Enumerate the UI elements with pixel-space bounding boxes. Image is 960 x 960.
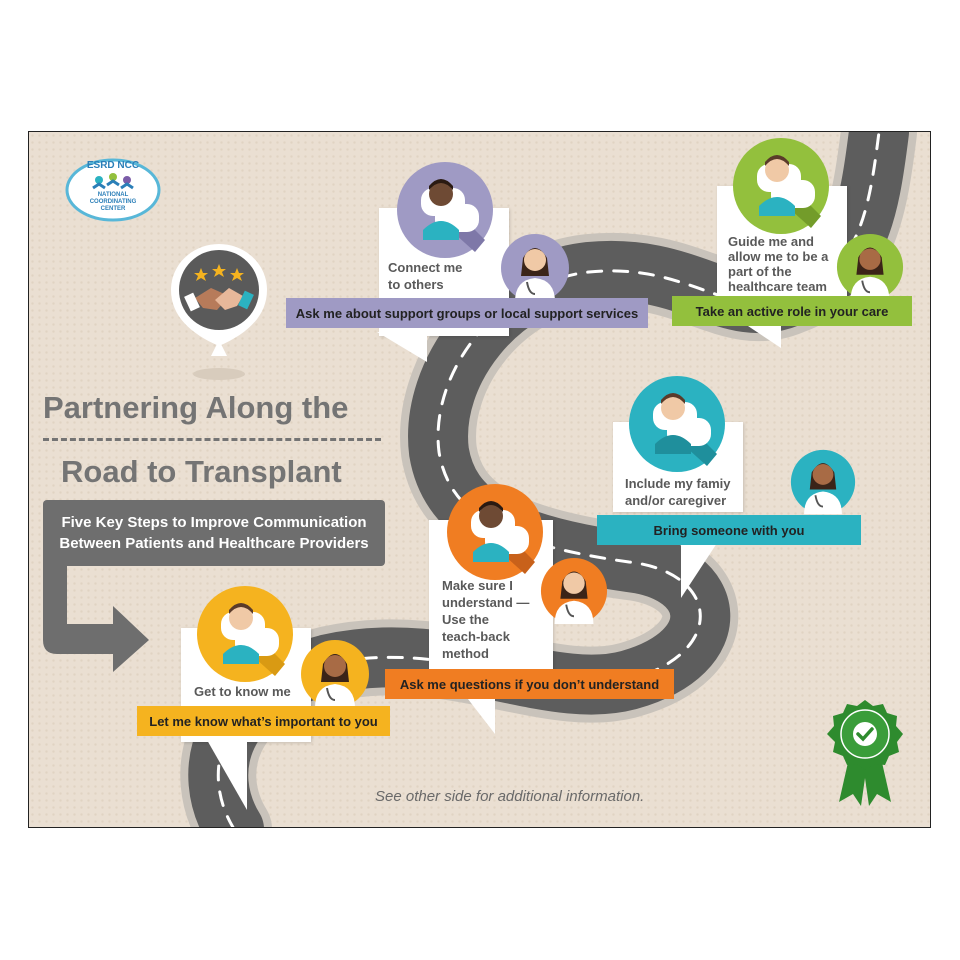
step-2-triangle — [461, 690, 495, 734]
step-2-label-line-2: understand — — [442, 595, 530, 610]
infographic-poster: ESRD NCC NATIONAL COORDINATING CENTER Pa… — [28, 131, 931, 828]
patient-avatar-icon — [197, 586, 293, 682]
step-3-banner: Bring someone with you — [597, 515, 861, 545]
patient-avatar-icon — [447, 484, 543, 580]
step-4-label-line-1: Connect me — [388, 260, 463, 275]
logo-abbr: ESRD NCC — [86, 160, 140, 171]
step-2-banner: Ask me questions if you don’t understand — [385, 669, 674, 699]
patient-avatar-icon — [397, 162, 493, 258]
subtitle-box: Five Key Steps to Improve Communication … — [43, 500, 385, 566]
step-1-banner: Let me know what’s important to you — [137, 706, 390, 736]
subtitle-line-1: Five Key Steps to Improve Communication — [61, 514, 367, 531]
step-4-banner: Ask me about support groups or local sup… — [286, 298, 648, 328]
step-5-label-line-3: part of the — [728, 264, 792, 279]
step-1-label: Get to know me — [194, 684, 291, 699]
logo-name-line2: COORDINATING — [89, 199, 137, 205]
step-5-label-line-2: allow me to be a — [728, 249, 829, 264]
step-4-triangle — [377, 332, 427, 362]
handshake-icon — [171, 244, 267, 380]
step-2-label-line-5: method — [442, 646, 489, 661]
step-5-triangle — [745, 324, 781, 348]
logo-name-line1: NATIONAL — [97, 192, 129, 198]
step-3-label-line-1: Include my famiy — [625, 476, 731, 491]
footer-note: See other side for additional informatio… — [375, 788, 645, 805]
step-5-label-line-1: Guide me and — [728, 234, 814, 249]
subtitle-line-2: Between Patients and Healthcare Provider… — [59, 535, 369, 552]
doctor-avatar-icon — [790, 449, 856, 515]
logo-name-line3: CENTER — [100, 206, 126, 212]
step-2-label-line-3: Use the — [442, 612, 489, 627]
step-4-label: Connect me to others — [388, 259, 462, 293]
doctor-avatar-icon — [501, 234, 569, 302]
doctor-avatar-icon — [540, 557, 608, 625]
step-2-label-line-4: teach-back — [442, 629, 510, 644]
step-1-triangle — [207, 740, 247, 810]
step-2-label-line-1: Make sure I — [442, 578, 513, 593]
title-line-2: Road to Transplant — [61, 454, 342, 489]
step-3-label: Include my famiy and/or caregiver — [625, 475, 730, 509]
esrd-ncc-logo — [65, 158, 161, 222]
arrow-icon — [43, 562, 149, 672]
step-3-label-line-2: and/or caregiver — [625, 493, 727, 508]
title-divider — [43, 438, 381, 441]
step-5-label: Guide me and allow me to be a part of th… — [728, 234, 828, 294]
step-5-label-line-4: healthcare team — [728, 279, 827, 294]
doctor-avatar-icon — [836, 233, 904, 301]
checkmark-seal-icon — [827, 700, 903, 806]
doctor-avatar-icon — [301, 640, 369, 708]
step-4-label-line-2: to others — [388, 277, 444, 292]
title-line-1: Partnering Along the — [43, 390, 349, 425]
patient-avatar-icon — [629, 376, 725, 472]
patient-avatar-icon — [733, 138, 829, 234]
step-3-triangle — [681, 540, 719, 598]
step-5-banner: Take an active role in your care — [672, 296, 912, 326]
step-2-label: Make sure I understand — Use the teach-b… — [442, 577, 529, 662]
